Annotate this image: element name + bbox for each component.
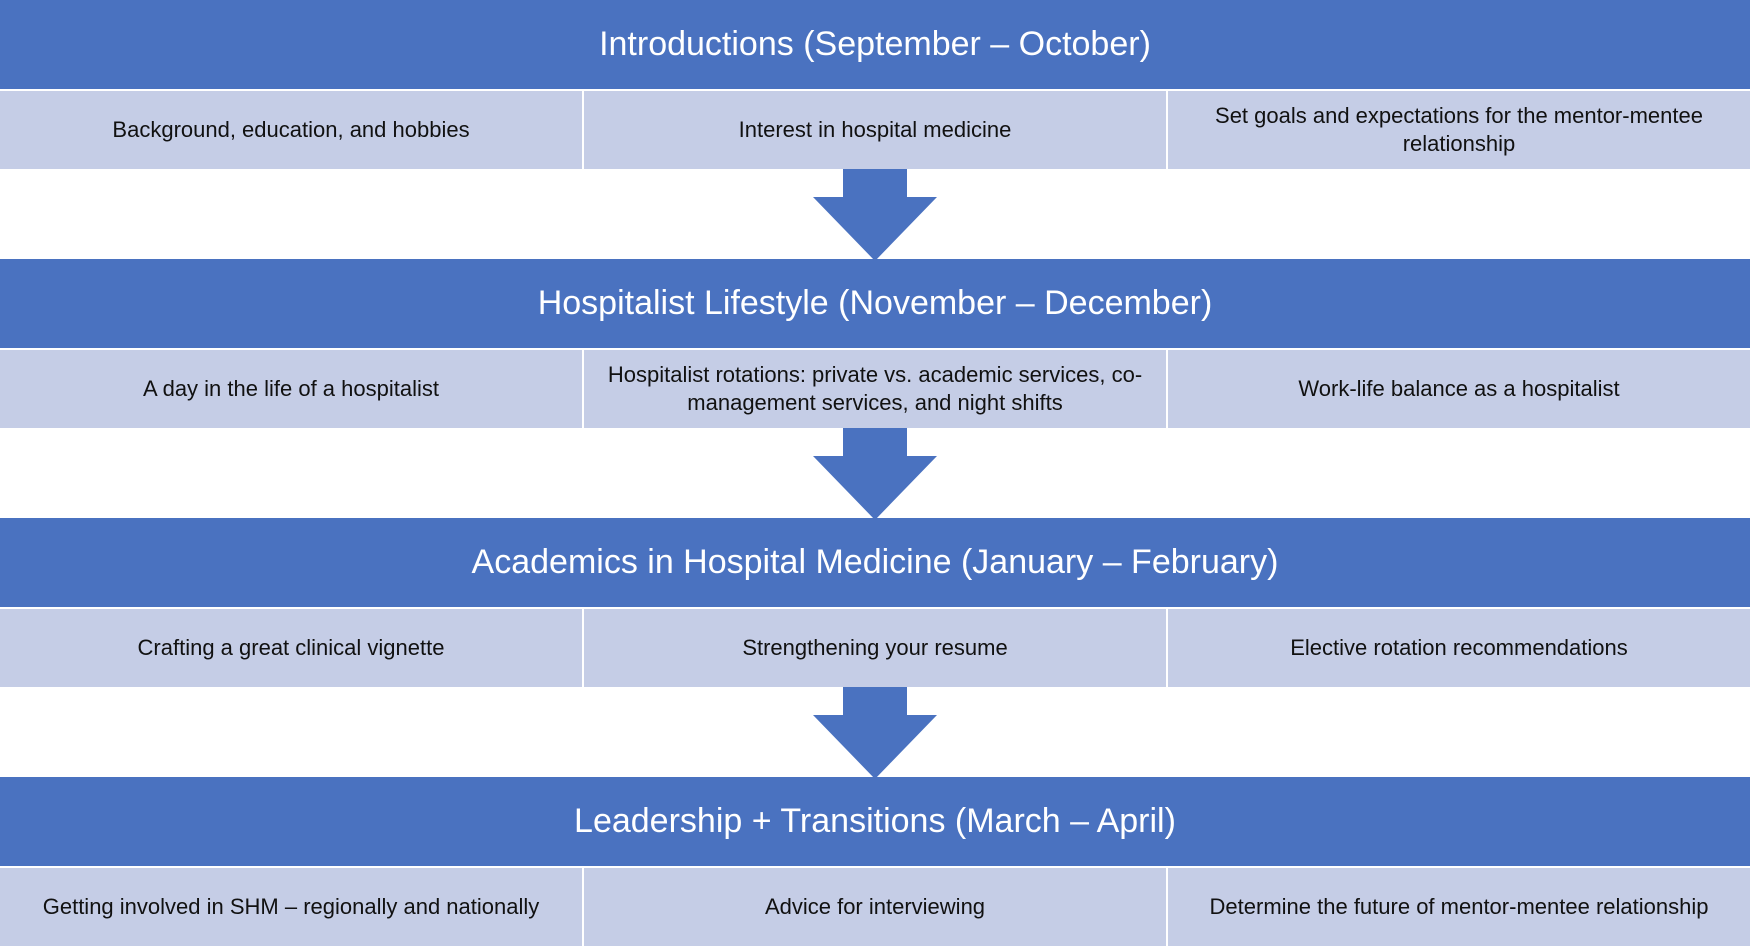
down-arrow-icon: [0, 169, 1750, 261]
phase-2-topic-2: Hospitalist rotations: private vs. acade…: [584, 350, 1166, 428]
phase-4-topics: Getting involved in SHM – regionally and…: [0, 868, 1750, 946]
phase-3-topic-1: Crafting a great clinical vignette: [0, 609, 582, 687]
phase-1-topic-2: Interest in hospital medicine: [584, 91, 1166, 169]
phase-2-topic-1: A day in the life of a hospitalist: [0, 350, 582, 428]
phase-1-topic-3: Set goals and expectations for the mento…: [1168, 91, 1750, 169]
phase-4-topic-1: Getting involved in SHM – regionally and…: [0, 868, 582, 946]
phase-3-topics: Crafting a great clinical vignette Stren…: [0, 609, 1750, 687]
phase-4-topic-3: Determine the future of mentor-mentee re…: [1168, 868, 1750, 946]
phase-1-topic-1: Background, education, and hobbies: [0, 91, 582, 169]
phase-3-topic-2: Strengthening your resume: [584, 609, 1166, 687]
phase-2-title: Hospitalist Lifestyle (November – Decemb…: [0, 259, 1750, 348]
phase-3-title: Academics in Hospital Medicine (January …: [0, 518, 1750, 607]
phase-3-topic-3: Elective rotation recommendations: [1168, 609, 1750, 687]
phase-2-topics: A day in the life of a hospitalist Hospi…: [0, 350, 1750, 428]
down-arrow-icon: [0, 428, 1750, 520]
phase-1-title: Introductions (September – October): [0, 0, 1750, 89]
phase-2-topic-3: Work-life balance as a hospitalist: [1168, 350, 1750, 428]
phase-1-topics: Background, education, and hobbies Inter…: [0, 91, 1750, 169]
phase-4-title: Leadership + Transitions (March – April): [0, 777, 1750, 866]
down-arrow-icon: [0, 687, 1750, 779]
phase-4-topic-2: Advice for interviewing: [584, 868, 1166, 946]
